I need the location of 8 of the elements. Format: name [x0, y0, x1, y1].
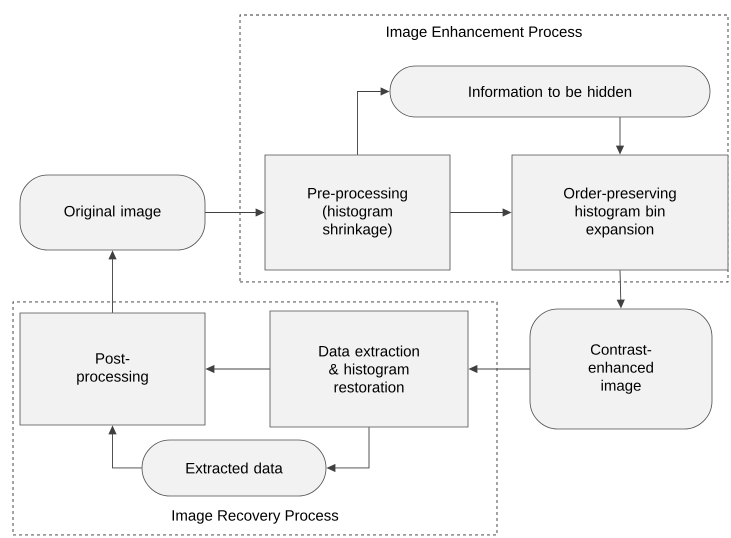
- process-box: Order-preserving histogram bin expansion: [512, 154, 728, 270]
- rounded-box: Original image: [20, 174, 206, 250]
- process-box: Post-processing: [20, 312, 206, 426]
- process-box: Data extraction & histogram restoration: [270, 310, 468, 428]
- rounded-box: Extracted data: [142, 440, 326, 496]
- rounded-box: Information to be hidden: [390, 66, 710, 118]
- process-box: Pre-processing (histogram shrinkage): [264, 154, 450, 270]
- rounded-box: Contrast-enhanced image: [530, 308, 712, 430]
